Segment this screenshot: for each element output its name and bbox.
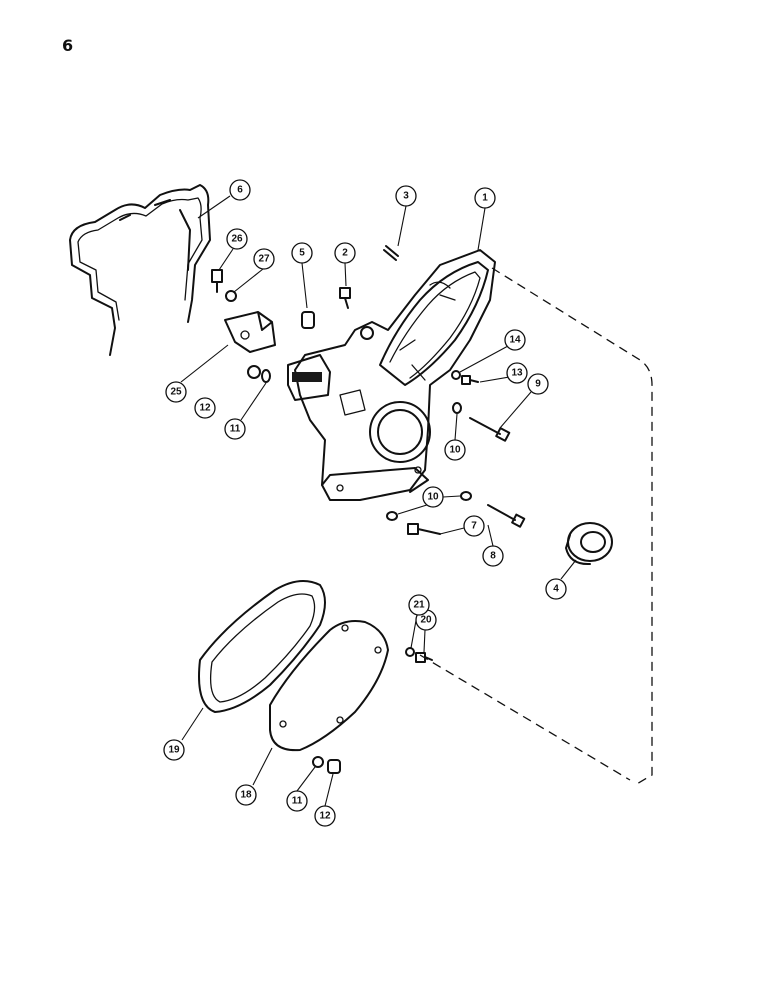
sleeve-12-icon — [247, 365, 261, 379]
callout-11a: 11 — [224, 418, 246, 440]
callout-2: 2 — [334, 242, 356, 264]
page-number: 6 — [62, 36, 74, 55]
svg-text:18: 18 — [240, 790, 252, 801]
upper-gasket-inner — [77, 197, 203, 321]
callout-9: 9 — [527, 373, 549, 395]
callout-19: 19 — [163, 739, 185, 761]
bolt-20-icon — [415, 652, 433, 663]
callout-27: 27 — [253, 248, 275, 270]
washer-11-icon — [261, 369, 271, 383]
callout-8: 8 — [482, 545, 504, 567]
svg-text:3: 3 — [403, 191, 409, 202]
svg-text:10: 10 — [449, 445, 461, 456]
alignment-dashed-line — [419, 267, 653, 786]
svg-text:10: 10 — [427, 492, 439, 503]
callout-21: 21 — [408, 594, 430, 616]
callout-5: 5 — [291, 242, 313, 264]
svg-text:11: 11 — [230, 424, 241, 435]
lower-gasket — [198, 580, 326, 713]
svg-text:11: 11 — [292, 796, 303, 807]
oil-seal-4 — [565, 522, 613, 566]
svg-text:25: 25 — [170, 387, 182, 398]
callout-6: 6 — [229, 179, 251, 201]
svg-text:26: 26 — [231, 234, 243, 245]
cover-plate-18 — [269, 620, 389, 752]
sleeve-12b-icon — [327, 759, 341, 774]
washer-21-icon — [405, 647, 415, 657]
svg-text:7: 7 — [471, 521, 477, 532]
callout-10a: 10 — [444, 439, 466, 461]
callout-13: 13 — [506, 362, 528, 384]
callout-11b: 11 — [286, 790, 308, 812]
callout-7: 7 — [463, 515, 485, 537]
callout-12a: 12 — [194, 397, 216, 419]
bracket-25 — [224, 311, 276, 353]
timing-cover-housing — [287, 249, 496, 501]
washer-10c-icon — [460, 491, 472, 501]
svg-text:2: 2 — [342, 248, 348, 259]
callout-26: 26 — [226, 228, 248, 250]
callout-18: 18 — [235, 784, 257, 806]
bolt-2-icon — [339, 287, 351, 309]
svg-text:4: 4 — [553, 584, 559, 595]
svg-text:5: 5 — [299, 248, 305, 259]
bolt-7-icon — [407, 523, 441, 535]
svg-text:14: 14 — [509, 335, 521, 346]
leader-lines — [180, 195, 577, 807]
callout-1: 1 — [474, 187, 496, 209]
dowel-5-icon — [301, 311, 315, 329]
svg-text:13: 13 — [511, 368, 523, 379]
svg-text:1: 1 — [482, 193, 488, 204]
bolt-9-icon — [469, 417, 511, 442]
callout-12b: 12 — [314, 805, 336, 827]
nut-27-icon — [225, 290, 237, 302]
washer-11b-icon — [312, 756, 324, 768]
bolt-26-icon — [211, 269, 223, 293]
washer-10b-icon — [386, 511, 398, 521]
svg-text:8: 8 — [490, 551, 496, 562]
svg-text:12: 12 — [199, 403, 211, 414]
svg-text:9: 9 — [535, 379, 541, 390]
svg-text:20: 20 — [420, 615, 432, 626]
callout-3: 3 — [395, 185, 417, 207]
svg-text:21: 21 — [413, 600, 425, 611]
svg-text:27: 27 — [258, 254, 270, 265]
bolt-8-icon — [487, 504, 526, 528]
callout-10b: 10 — [422, 486, 444, 508]
washer-10-icon — [452, 402, 462, 414]
svg-text:6: 6 — [237, 185, 243, 196]
svg-text:19: 19 — [168, 745, 180, 756]
callout-4: 4 — [545, 578, 567, 600]
stud-3-icon — [383, 245, 399, 261]
upper-gasket — [69, 184, 211, 356]
callout-25: 25 — [165, 381, 187, 403]
svg-text:12: 12 — [319, 811, 331, 822]
bolt-13-icon — [461, 375, 479, 385]
callout-14: 14 — [504, 329, 526, 351]
washer-14-icon — [451, 370, 461, 380]
